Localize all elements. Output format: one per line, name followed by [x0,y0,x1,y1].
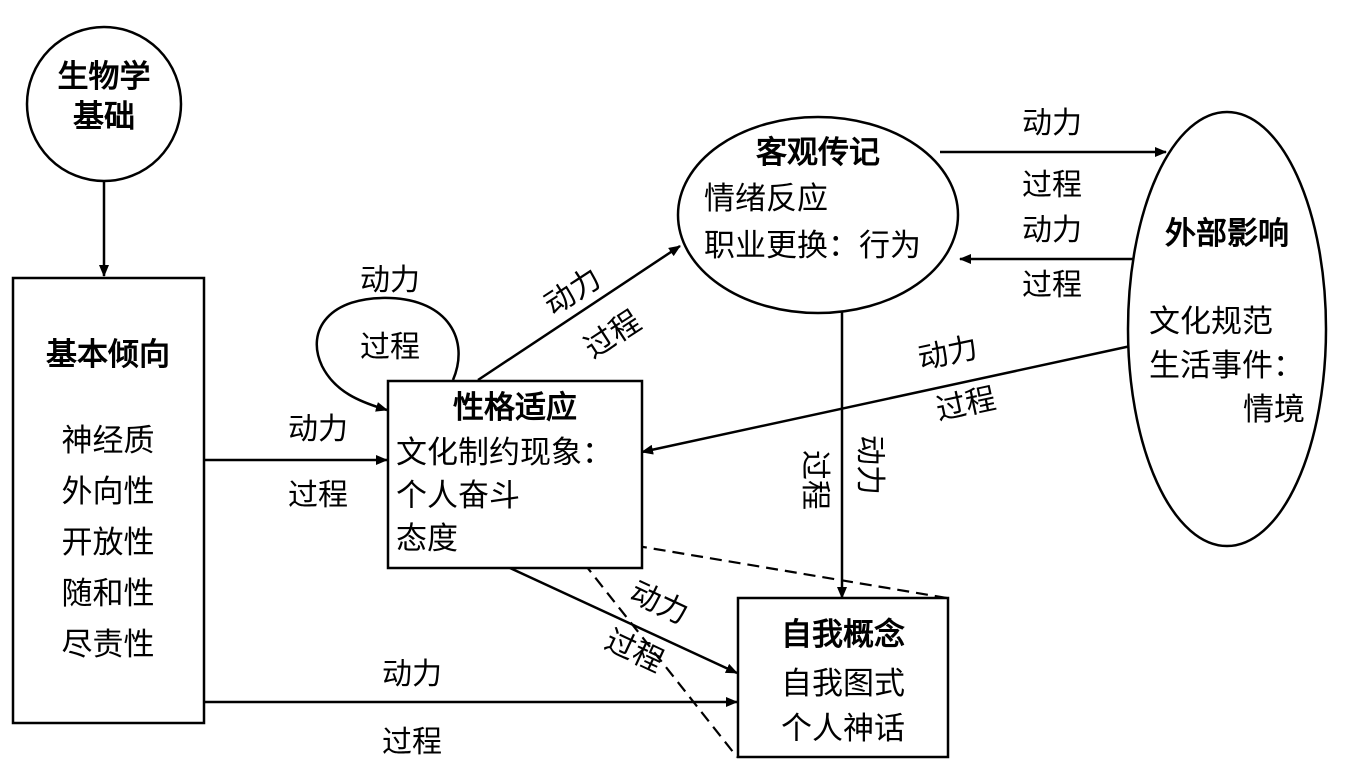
edge-label-dynamic: 动力 [915,330,981,377]
edge-label-process: 过程 [382,725,442,760]
dashed-link-lower [559,532,738,758]
edge-label-dynamic: 动力 [538,261,607,323]
character-adaptation-item: 个人奋斗 [396,478,520,514]
external-influence-item: 文化规范 [1149,304,1273,340]
edge-label-process: 过程 [288,478,348,513]
node-character-adaptation: 性格适应 文化制约现象： 个人奋斗 态度 [386,379,644,570]
edge-label-dynamic: 动力 [360,263,420,298]
node-self-concept-title: 自我概念 [781,617,905,653]
edge-label-dynamic: 动力 [1022,213,1082,248]
edge-label-dynamic: 动力 [382,657,442,692]
node-character-adaptation-title: 性格适应 [453,390,577,426]
node-biology-line-1: 生物学 [58,59,151,95]
edge-character-to-self [509,566,738,675]
objective-biography-item: 职业更换：行为 [704,228,921,264]
edge-character-to-biography [477,244,681,382]
node-biology: 生物学 基础 [25,25,183,183]
edge-label-process: 过程 [797,450,832,510]
basic-tendency-item: 开放性 [62,525,155,561]
basic-tendency-item: 随和性 [62,576,155,612]
edge-character-self-loop [315,296,460,412]
node-external-influence: 外部影响 文化规范 生活事件： 情境 [1126,110,1328,548]
node-basic-tendency-title: 基本倾向 [46,337,170,373]
edge-label-dynamic: 动力 [288,412,348,447]
external-influence-item: 生活事件： [1149,348,1304,384]
node-objective-biography-title: 客观传记 [756,135,880,171]
node-self-concept: 自我概念 自我图式 个人神话 [736,596,950,759]
objective-biography-item: 情绪反应 [704,181,828,217]
self-concept-item: 个人神话 [781,711,905,747]
edge-label-process: 过程 [599,623,668,680]
node-external-influence-title: 外部影响 [1165,216,1289,252]
node-objective-biography: 客观传记 情绪反应 职业更换：行为 [676,115,960,315]
edge-external-to-character [641,342,1141,455]
edge-label-process: 过程 [1022,268,1082,303]
basic-tendency-item: 尽责性 [62,627,155,663]
node-basic-tendency: 基本倾向 神经质 外向性 开放性 随和性 尽责性 [11,276,206,725]
basic-tendency-item: 外向性 [62,474,155,510]
edge-label-process: 过程 [360,330,420,365]
node-biology-line-2: 基础 [73,99,135,135]
character-adaptation-item: 文化制约现象： [396,435,613,471]
edge-label-process: 过程 [933,381,999,428]
basic-tendency-item: 神经质 [62,423,155,459]
external-influence-item: 情境 [1243,392,1305,428]
edge-label-process: 过程 [578,304,647,366]
character-adaptation-item: 态度 [396,521,458,557]
self-concept-item: 自我图式 [781,666,905,702]
edge-label-process: 过程 [1022,168,1082,203]
edge-label-dynamic: 动力 [1022,106,1082,141]
edge-label-dynamic: 动力 [624,575,693,632]
edge-label-dynamic: 动力 [852,435,887,495]
